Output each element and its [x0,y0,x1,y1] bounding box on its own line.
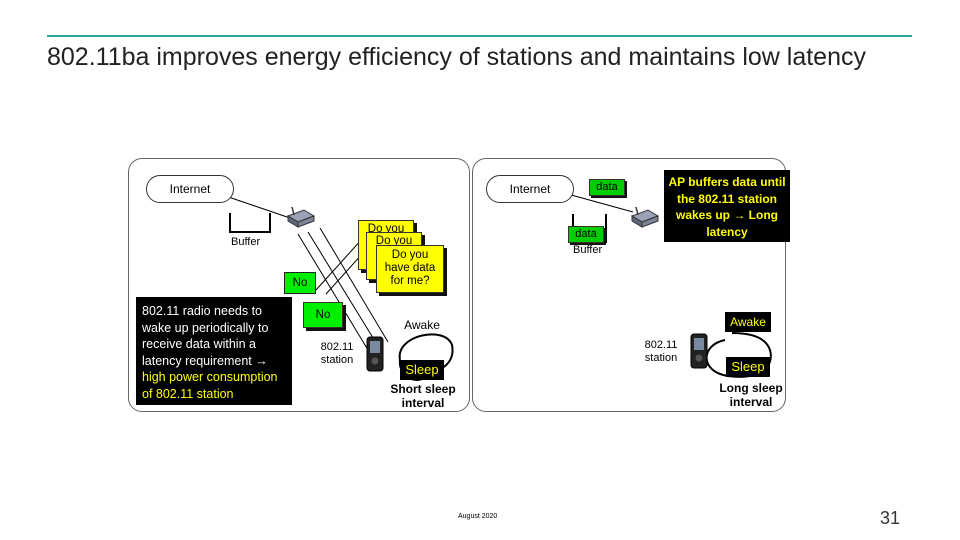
question-2-text: Do you [375,235,413,247]
sleep-text-left: Sleep [405,362,439,377]
radio-link-2 [307,231,379,347]
internet-label-left: Internet [169,182,211,196]
data-packet-2: data [568,226,604,243]
radio-link-3 [319,227,389,343]
ap-note-text: AP buffers data until the 802.11 station… [668,175,786,239]
sleep-label-left: Sleep [400,360,444,380]
data-packet-1: data [589,179,625,196]
reply-tag-1: No [284,272,316,294]
awake-text-right: Awake [730,315,766,329]
radio-link-1 [297,233,369,351]
router-icon [286,206,316,228]
buffer-label-right: Buffer [573,244,603,256]
power-note-highlight: high power consumption of 802.11 station [142,370,278,401]
short-sleep-interval: Short sleep interval [390,382,456,410]
slide-title: 802.11ba improves energy efficiency of s… [47,43,866,71]
internet-label-right: Internet [509,182,551,196]
power-consumption-note: 802.11 radio needs to wake up periodical… [136,297,292,405]
station-label-right: 802.11 station [644,339,678,364]
buffer-label-left: Buffer [231,236,261,248]
phone-icon-right [690,333,708,369]
router-icon-right [630,206,660,228]
station-label-left: 802.11 station [320,341,354,366]
data-1-text: data [596,181,618,193]
sleep-text-right: Sleep [731,359,765,374]
awake-label-right: Awake [725,312,771,332]
long-sleep-interval: Long sleep interval [719,381,783,409]
awake-label-left: Awake [404,318,440,332]
reply-2-text: No [315,309,331,321]
buffer-box-left [229,213,271,233]
ap-buffer-note: AP buffers data until the 802.11 station… [664,170,790,242]
page-number: 31 [880,508,901,528]
question-3-text: Do you have data for me? [384,249,436,287]
sleep-label-right: Sleep [726,357,770,377]
reply-tag-2: No [303,302,343,328]
power-note-text: 802.11 radio needs to wake up periodical… [142,304,269,368]
reply-1-text: No [292,277,308,289]
phone-icon-left [366,336,384,372]
internet-cloud-left: Internet [146,175,234,203]
title-underline [47,35,912,37]
internet-cloud-right: Internet [486,175,574,203]
slide-date: August 2020 [458,513,498,520]
question-bubble-3: Do you have data for me? [376,245,444,293]
data-2-text: data [575,228,597,240]
